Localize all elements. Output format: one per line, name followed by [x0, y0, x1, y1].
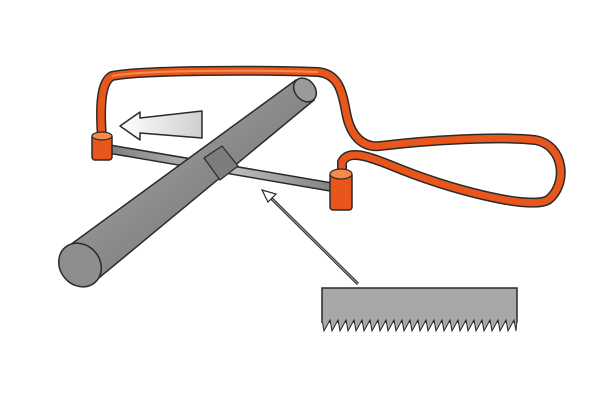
- arrow-pointer-icon: [260, 189, 360, 286]
- metal-rod: [57, 77, 318, 288]
- frame-right-post: [329, 168, 353, 211]
- arrow-left-icon: [119, 110, 203, 141]
- blade-teeth-detail: [321, 287, 518, 333]
- frame-left-post: [91, 131, 113, 161]
- saw-frame: [96, 65, 566, 208]
